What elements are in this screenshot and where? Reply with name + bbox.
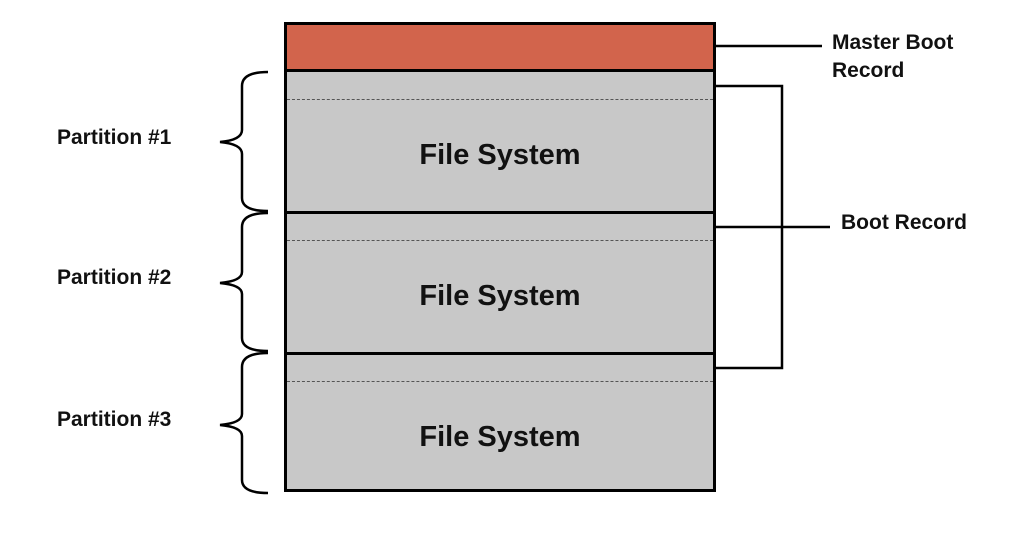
boot-record-boundary: [287, 240, 713, 241]
partition-3-block: File System: [287, 352, 713, 492]
boot-record-boundary: [287, 99, 713, 100]
boot-record-label: Boot Record: [841, 211, 967, 234]
mbr-label-line1: Master Boot: [832, 31, 954, 54]
partition-3-brace: [219, 351, 269, 495]
partition-2-label: Partition #2: [57, 266, 172, 289]
partition-3-label: Partition #3: [57, 408, 172, 431]
file-system-label: File System: [419, 421, 581, 453]
file-system-label: File System: [419, 280, 581, 312]
boot-record-boundary: [287, 381, 713, 382]
disk-layout: File System File System File System: [284, 22, 716, 492]
file-system-label: File System: [419, 139, 581, 171]
partition-1-block: File System: [287, 72, 713, 212]
partition-2-brace: [219, 211, 269, 353]
mbr-label-line2: Record: [832, 59, 905, 82]
partition-2-block: File System: [287, 211, 713, 352]
partition-1-label: Partition #1: [57, 126, 172, 149]
partition-1-brace: [219, 70, 269, 213]
master-boot-record-block: [287, 25, 713, 72]
